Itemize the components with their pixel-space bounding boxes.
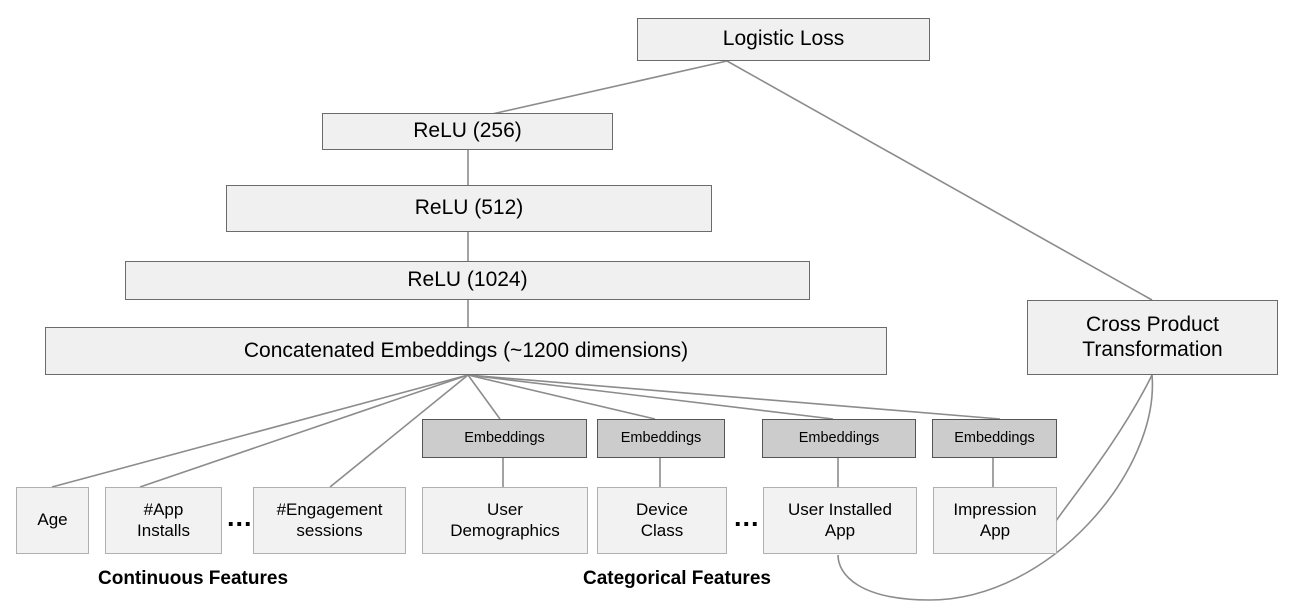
node-feature-app-installs-line2: Installs — [137, 520, 190, 540]
node-feature-age-label: Age — [37, 510, 68, 530]
ellipsis-continuous: ... — [227, 504, 253, 531]
node-logistic-loss-label: Logistic Loss — [722, 27, 845, 51]
node-feature-impression-app-line1: Impression — [953, 500, 1037, 520]
node-feature-device-class-line1: Device — [636, 500, 688, 520]
node-feature-impression-app[interactable]: Impression App — [933, 487, 1057, 554]
node-feature-device-class[interactable]: Device Class — [597, 487, 727, 554]
node-relu-256[interactable]: ReLU (256) — [322, 113, 613, 150]
edge-concat-to-emb1 — [467, 374, 501, 420]
node-feature-user-installed-app[interactable]: User Installed App — [763, 487, 917, 554]
node-feature-user-installed-app-line1: User Installed — [788, 500, 892, 520]
node-cross-product-transformation[interactable]: Cross Product Transformation — [1027, 300, 1278, 375]
node-feature-impression-app-line2: App — [979, 520, 1011, 540]
edge-concat-to-emb4 — [467, 374, 1001, 420]
ellipsis-categorical: ... — [734, 504, 760, 531]
node-embeddings-user-installed-app[interactable]: Embeddings — [762, 419, 916, 458]
node-feature-app-installs[interactable]: #App Installs — [105, 487, 222, 554]
node-relu-512-label: ReLU (512) — [414, 196, 524, 220]
node-feature-user-installed-app-line2: App — [824, 520, 856, 540]
node-feature-user-demographics-line1: User — [487, 500, 523, 520]
group-label-categorical-features: Categorical Features — [583, 568, 771, 590]
edge-concat-to-age — [51, 374, 469, 488]
node-embeddings-2-label: Embeddings — [620, 429, 702, 446]
node-feature-engagement-line1: #Engagement — [276, 500, 383, 520]
node-relu-256-label: ReLU (256) — [413, 119, 522, 143]
ellipsis-continuous-text: ... — [227, 502, 253, 532]
node-cross-product-line2: Transformation — [1082, 337, 1223, 361]
node-feature-engagement-line2: sessions — [296, 520, 363, 540]
node-relu-1024-label: ReLU (1024) — [407, 268, 528, 292]
node-embeddings-user-demographics[interactable]: Embeddings — [422, 419, 587, 458]
node-embeddings-1-label: Embeddings — [464, 429, 545, 446]
edge-concat-to-emb2 — [467, 374, 656, 420]
node-feature-user-demographics-line2: Demographics — [450, 520, 560, 540]
edge-crossproduct-to-impressionapp — [1055, 374, 1153, 522]
edge-concat-to-emb3 — [467, 374, 834, 420]
node-feature-age[interactable]: Age — [16, 487, 89, 554]
node-embeddings-impression-app[interactable]: Embeddings — [932, 419, 1057, 458]
node-cross-product-line1: Cross Product — [1085, 312, 1220, 336]
node-feature-device-class-line2: Class — [640, 520, 684, 540]
node-concatenated-embeddings-label: Concatenated Embeddings (~1200 dimension… — [243, 338, 689, 362]
node-embeddings-4-label: Embeddings — [954, 429, 1035, 446]
group-label-continuous-text: Continuous Features — [98, 568, 289, 589]
node-embeddings-device-class[interactable]: Embeddings — [597, 419, 725, 458]
node-relu-1024[interactable]: ReLU (1024) — [125, 261, 810, 300]
node-feature-engagement-sessions[interactable]: #Engagement sessions — [253, 487, 406, 554]
edge-loss-to-relu256 — [491, 60, 728, 115]
group-label-continuous-features: Continuous Features — [98, 568, 288, 590]
node-embeddings-3-label: Embeddings — [798, 429, 880, 446]
ellipsis-categorical-text: ... — [734, 502, 760, 532]
node-feature-user-demographics[interactable]: User Demographics — [422, 487, 588, 554]
edge-concat-to-appinstalls — [139, 374, 469, 488]
node-concatenated-embeddings[interactable]: Concatenated Embeddings (~1200 dimension… — [45, 327, 887, 375]
group-label-categorical-text: Categorical Features — [583, 568, 771, 589]
node-logistic-loss[interactable]: Logistic Loss — [637, 18, 930, 61]
node-relu-512[interactable]: ReLU (512) — [226, 185, 712, 232]
node-feature-app-installs-line1: #App — [143, 500, 184, 520]
